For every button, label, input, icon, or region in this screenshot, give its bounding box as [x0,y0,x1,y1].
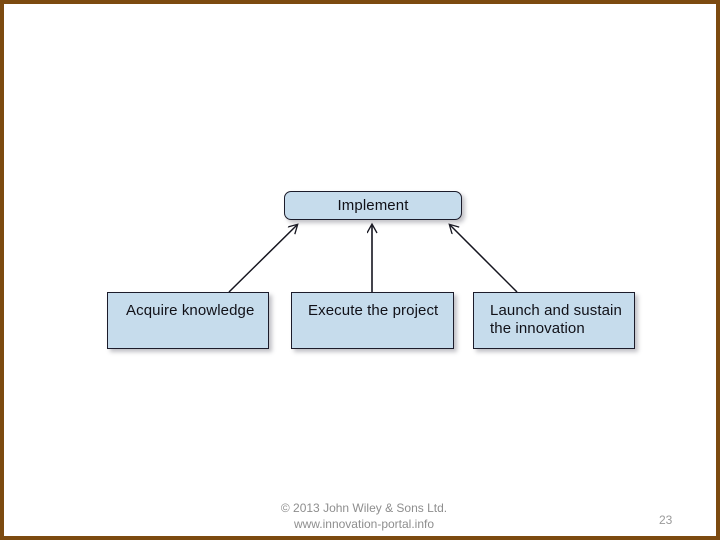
page-number: 23 [659,513,673,527]
diagram-connectors [228,4,518,293]
node-implement-label: Implement [337,196,409,214]
footer-website: www.innovation-portal.info [293,516,435,531]
node-execute-the-project-label: Execute the project [308,302,439,319]
node-execute-the-project[interactable]: Execute the project [291,292,454,349]
node-acquire-knowledge[interactable]: Acquire knowledge [107,292,269,349]
node-launch-and-sustain[interactable]: Launch and sustain the innovation [473,292,635,349]
node-implement[interactable]: Implement [284,191,462,220]
node-acquire-knowledge-label: Acquire knowledge [126,302,255,319]
node-launch-and-sustain-label: Launch and sustain the innovation [490,302,622,337]
footer-copyright: © 2013 John Wiley & Sons Ltd. [280,501,448,515]
arrow-acquire-to-implement [228,225,297,293]
arrow-launch-to-implement [450,225,518,293]
footer: © 2013 John Wiley & Sons Ltd. www.innova… [4,501,716,533]
